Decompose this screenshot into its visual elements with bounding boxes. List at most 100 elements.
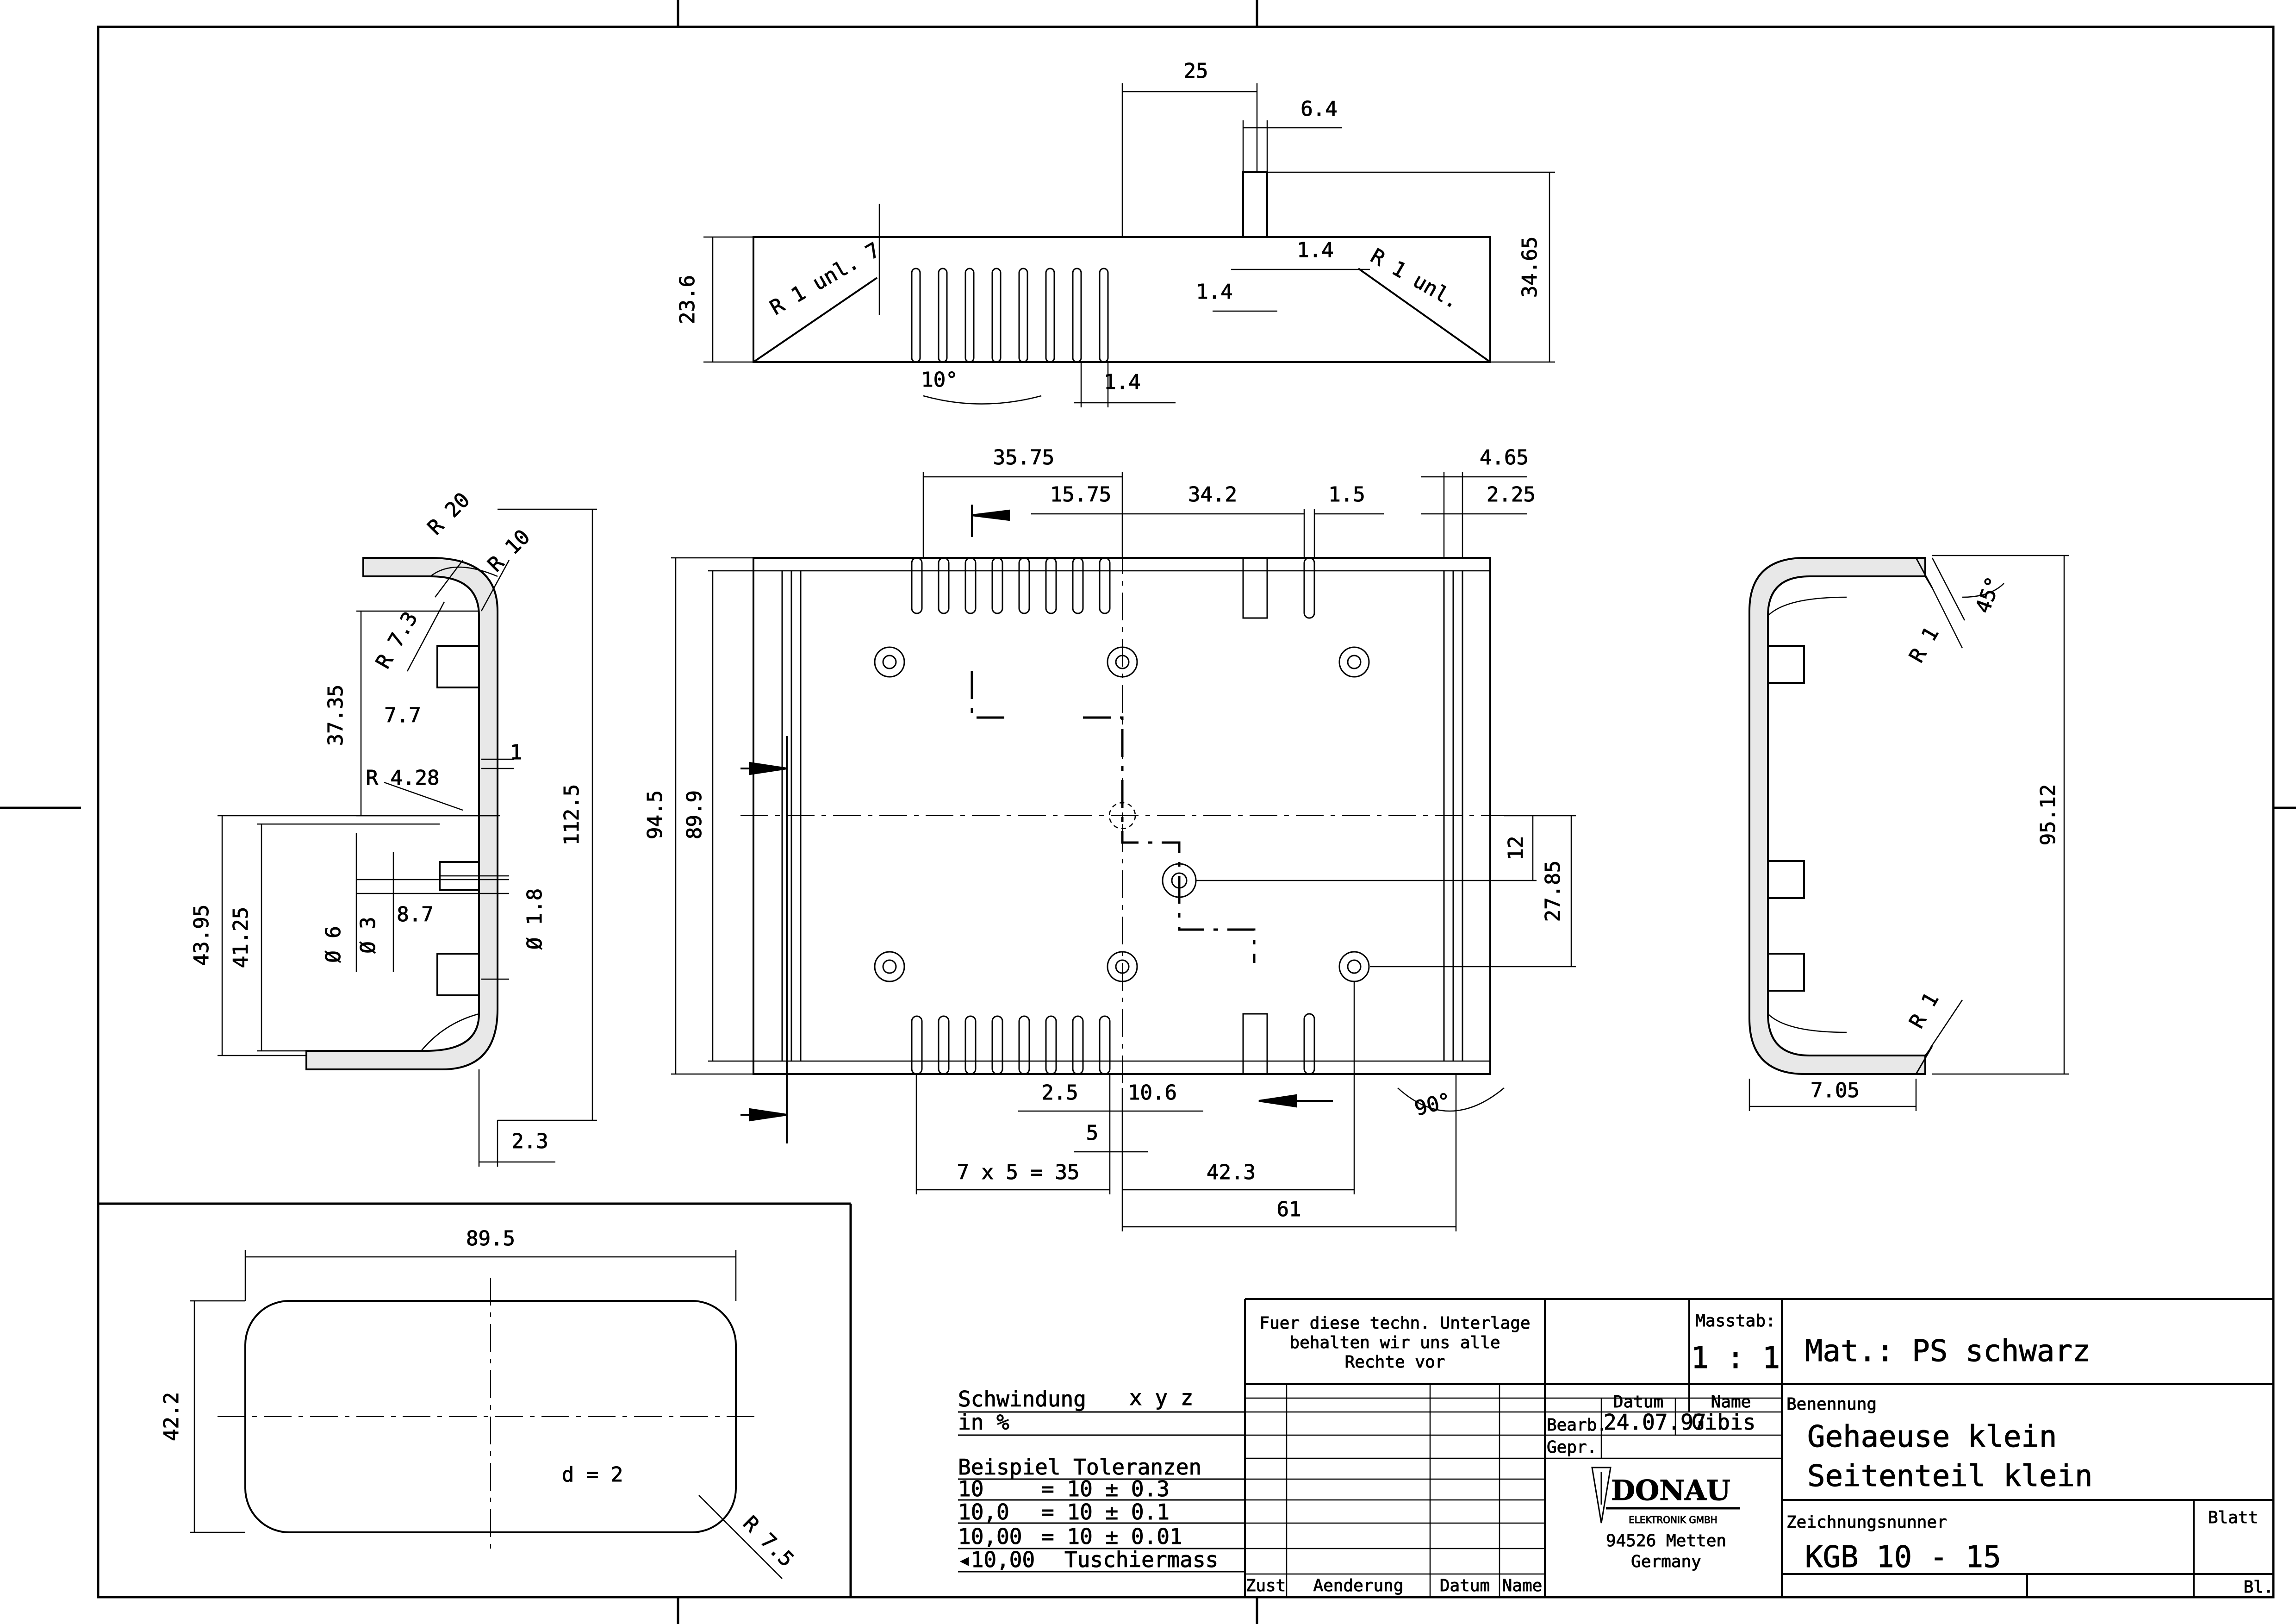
dim-6-4: 6.4 <box>1300 97 1337 121</box>
dim-8-7: 8.7 <box>397 903 433 926</box>
dim-41-25: 41.25 <box>229 907 253 968</box>
bearb-label: Bearb. <box>1547 1416 1607 1435</box>
dim-phi-1-8: Ø 1.8 <box>523 888 547 949</box>
dim-4-65: 4.65 <box>1480 446 1529 469</box>
tolerance-row-b: = 10 ± 0.01 <box>1041 1524 1182 1549</box>
left-section-dimension-lines <box>218 508 597 1167</box>
top-dimension-lines <box>703 83 1555 407</box>
col-aenderung: Aenderung <box>1313 1576 1403 1595</box>
main-vent-slots-top <box>911 557 1111 614</box>
dim-35-75: 35.75 <box>993 446 1054 469</box>
rights-notice-2: behalten wir uns alle <box>1289 1333 1500 1352</box>
dim-112-5: 112.5 <box>560 784 584 845</box>
bottom-view-frame <box>98 1202 852 1597</box>
shrinkage-axes: x y z <box>1129 1385 1193 1410</box>
shrinkage-unit: in % <box>958 1410 1009 1435</box>
main-dimension-lines <box>671 472 1576 1231</box>
dim-1-4-b: 1.4 <box>1196 280 1232 304</box>
dim-42-2: 42.2 <box>160 1392 183 1441</box>
dim-r1-unl: R 1 unl. <box>1367 244 1463 313</box>
dim-43-95: 43.95 <box>190 905 213 966</box>
title-block-grid <box>1244 1298 2273 1597</box>
dim-12: 12 <box>1504 836 1528 861</box>
tolerance-row-a: 10 <box>958 1476 983 1501</box>
dim-34-2: 34.2 <box>1188 483 1237 506</box>
dim-r1-a: R 1 <box>1904 623 1943 667</box>
shrinkage-title: Schwindung <box>958 1387 1086 1412</box>
dim-7-05: 7.05 <box>1811 1079 1860 1102</box>
main-center-lines <box>740 546 1504 1088</box>
dim-34-65: 34.65 <box>1518 237 1542 298</box>
dim-25: 25 <box>1184 59 1208 83</box>
dim-7-7: 7.7 <box>384 704 421 727</box>
name-line-1: Gehaeuse klein <box>1807 1420 2057 1454</box>
col-name: Name <box>1502 1576 1543 1595</box>
material: Mat.: PS schwarz <box>1805 1334 2091 1368</box>
dim-95-12: 95.12 <box>2036 784 2060 845</box>
dim-1: 1 <box>510 741 523 764</box>
masstab-value: 1 : 1 <box>1691 1341 1780 1375</box>
bearb-date: 24.07.97 <box>1604 1410 1706 1435</box>
dim-2-5: 2.5 <box>1041 1081 1078 1105</box>
blatt-label: Blatt <box>2208 1508 2258 1527</box>
company-sub: ELEKTRONIK GMBH <box>1629 1514 1717 1525</box>
tolerance-row-a: 10,0 <box>958 1499 1009 1524</box>
main-view <box>671 472 1576 1231</box>
dim-61: 61 <box>1277 1198 1301 1221</box>
dim-89-9: 89.9 <box>683 790 706 839</box>
tolerance-row-a: ◂10,00 <box>958 1547 1035 1572</box>
top-vent-slots <box>911 268 1109 363</box>
company-city: 94526 Metten <box>1606 1531 1726 1550</box>
company-logo: DONAU ELEKTRONIK GMBH <box>1591 1467 1740 1526</box>
tolerance-row-b: = 10 ± 0.3 <box>1041 1476 1170 1501</box>
dim-5: 5 <box>1086 1121 1099 1145</box>
dim-r7-5: R 7.5 <box>738 1512 798 1572</box>
dim-27-85: 27.85 <box>1541 861 1565 922</box>
rights-notice-3: Rechte vor <box>1345 1353 1445 1372</box>
tolerance-title: Beispiel Toleranzen <box>958 1455 1201 1480</box>
dim-r10: R 10 <box>483 525 535 576</box>
dim-1-4-c: 1.4 <box>1104 370 1140 394</box>
datum-label: Datum <box>1613 1393 1663 1412</box>
col-datum: Datum <box>1440 1576 1490 1595</box>
rights-notice-1: Fuer diese techn. Unterlage <box>1259 1314 1530 1333</box>
drawing-number-label: Zeichnungsnunner <box>1786 1513 1947 1532</box>
dim-phi-6: Ø 6 <box>322 926 345 962</box>
company-country: Germany <box>1631 1552 1701 1571</box>
dim-10-6: 10.6 <box>1128 1081 1177 1105</box>
right-section-dimension-lines <box>1748 555 2069 1111</box>
dim-2-3: 2.3 <box>511 1130 548 1153</box>
blatt-value: Bl. <box>2243 1578 2273 1597</box>
dim-2-25: 2.25 <box>1487 483 1536 506</box>
tolerance-row-b: = 10 ± 0.1 <box>1041 1499 1170 1524</box>
gepr-label: Gepr. <box>1547 1438 1597 1457</box>
section-path <box>971 671 1256 963</box>
benennung-label: Benennung <box>1786 1395 1877 1414</box>
name-line-2: Seitenteil klein <box>1807 1459 2093 1493</box>
view-arrows <box>740 505 1333 1143</box>
dim-23-6: 23.6 <box>676 275 699 324</box>
col-zust: Zust <box>1246 1576 1286 1595</box>
tolerance-row-a: 10,00 <box>958 1524 1022 1549</box>
right-section-view <box>1748 555 2069 1111</box>
dim-37-35: 37.35 <box>324 685 348 746</box>
top-view <box>703 83 1555 407</box>
dim-15-75: 15.75 <box>1050 483 1111 506</box>
dim-42-3: 42.3 <box>1207 1161 1256 1184</box>
dim-r1-unl7: R 1 unl. 7 <box>766 238 884 320</box>
left-section-view <box>218 508 597 1167</box>
company-logo-text: DONAU <box>1611 1474 1730 1507</box>
dim-d-2: d = 2 <box>562 1463 623 1487</box>
tolerance-row-b: Tuschiermass <box>1064 1547 1218 1572</box>
dim-r7-3: R 7.3 <box>371 608 422 673</box>
clip-tabs <box>1242 557 1315 1075</box>
dim-89-5: 89.5 <box>466 1227 515 1250</box>
masstab-label: Masstab: <box>1695 1312 1775 1330</box>
revision-grid <box>1245 1384 1782 1597</box>
dim-1-4-a: 1.4 <box>1297 238 1333 262</box>
name-label: Name <box>1711 1393 1751 1412</box>
shrinkage-table-lines <box>958 1411 1245 1573</box>
dim-r20: R 20 <box>423 488 474 539</box>
dim-angle-45: 45° <box>1971 574 2006 616</box>
